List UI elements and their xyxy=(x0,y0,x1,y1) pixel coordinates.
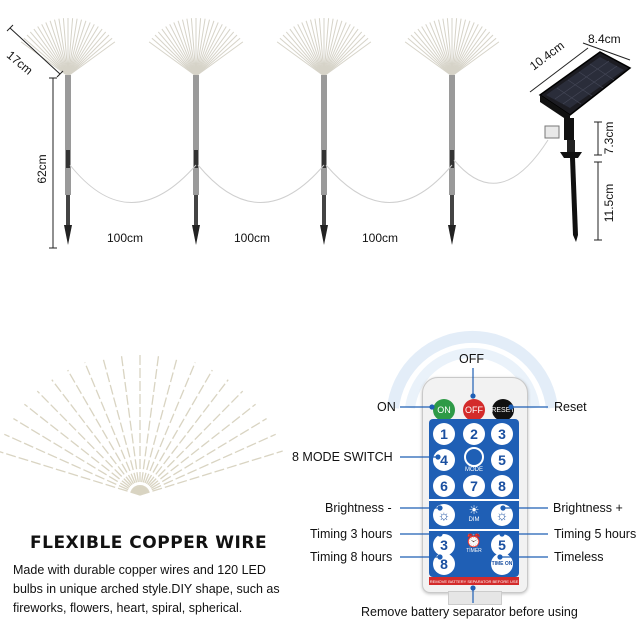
feature-description: Made with durable copper wires and 120 L… xyxy=(13,563,280,615)
on-button[interactable]: ON xyxy=(433,399,455,421)
light-stakes xyxy=(64,75,456,245)
mode-button-1[interactable]: 1 xyxy=(433,423,455,445)
timer-5-button[interactable]: 5 xyxy=(491,534,513,556)
dim-indicator: ☀ DIM xyxy=(463,503,485,527)
product-dimension-diagram xyxy=(6,18,632,249)
time-on-button[interactable]: TIME ON xyxy=(491,553,513,575)
mode-button-4[interactable]: 4 xyxy=(433,449,455,471)
sun-plus-icon: ☼ xyxy=(495,507,509,523)
mode-button-5[interactable]: 5 xyxy=(491,449,513,471)
signal-arcs xyxy=(387,330,558,409)
divider xyxy=(429,499,519,501)
brightness-down-label: Brightness - xyxy=(325,501,392,515)
panel-width-label: 8.4cm xyxy=(588,32,621,46)
timing-5-label: Timing 5 hours xyxy=(554,527,637,541)
battery-separator-strip: REMOVE BATTERY SEPARATOR BEFORE USE xyxy=(429,577,519,585)
off-label: OFF xyxy=(459,352,484,366)
timer-3-button[interactable]: 3 xyxy=(433,534,455,556)
mode-button-3[interactable]: 3 xyxy=(491,423,513,445)
clock-icon: ⏰ xyxy=(465,533,483,548)
reset-button[interactable]: RESET xyxy=(491,399,515,421)
timer-label: TIMER xyxy=(466,548,482,554)
reset-label: Reset xyxy=(554,400,587,414)
battery-note-label: Remove battery separator before using xyxy=(361,605,578,619)
stake-1 xyxy=(64,75,72,245)
spacing-label-3: 100cm xyxy=(362,231,399,245)
fan-4 xyxy=(404,18,500,77)
spacing-label-1: 100cm xyxy=(107,231,144,245)
mode-button-label: MODE xyxy=(465,467,483,473)
stake-4 xyxy=(448,75,456,245)
fan-width-dimension xyxy=(6,24,64,78)
firework-fans xyxy=(20,18,500,77)
bulb-icon: ☀ xyxy=(468,503,480,517)
fan-1 xyxy=(20,18,116,77)
panel-stake-height-label: 11.5cm xyxy=(602,183,616,223)
panel-dimensions xyxy=(529,42,631,241)
connecting-wires xyxy=(69,139,549,203)
battery-separator-tab[interactable] xyxy=(448,591,502,605)
stake-height-label: 62cm xyxy=(35,154,49,184)
mode-switch-button[interactable]: MODE xyxy=(463,447,485,473)
fan-3 xyxy=(276,18,372,77)
mode-switch-label: 8 MODE SWITCH xyxy=(292,450,393,464)
sun-icon xyxy=(464,447,484,467)
divider xyxy=(429,529,519,531)
remote-control: ON OFF RESET 1 2 3 4 MODE 5 6 7 8 ☼ ☀ DI… xyxy=(422,377,528,593)
timer-8-button[interactable]: 8 xyxy=(433,553,455,575)
mode-button-8[interactable]: 8 xyxy=(491,475,513,497)
dim-label: DIM xyxy=(468,517,480,523)
stake-3 xyxy=(320,75,328,245)
timing-3-label: Timing 3 hours xyxy=(310,527,393,541)
bracket-height-label: 7.3cm xyxy=(602,121,616,155)
feature-title: FLEXIBLE COPPER WIRE xyxy=(30,533,268,553)
off-button[interactable]: OFF xyxy=(463,399,485,421)
timeless-label: Timeless xyxy=(554,550,604,564)
copper-wire-fan-illustration xyxy=(0,352,283,496)
timer-indicator: ⏰ TIMER xyxy=(463,533,485,559)
stake-2 xyxy=(192,75,200,245)
mode-button-6[interactable]: 6 xyxy=(433,475,455,497)
keypad: 1 2 3 4 MODE 5 6 7 8 ☼ ☀ DIM ☼ 3 ⏰ TIMER… xyxy=(429,419,519,577)
stake-height-dimension xyxy=(49,77,57,249)
brightness-down-button[interactable]: ☼ xyxy=(433,504,455,526)
timing-8-label: Timing 8 hours xyxy=(310,550,393,564)
mode-button-2[interactable]: 2 xyxy=(463,423,485,445)
brightness-up-button[interactable]: ☼ xyxy=(491,504,513,526)
mode-button-7[interactable]: 7 xyxy=(463,475,485,497)
brightness-up-label: Brightness + xyxy=(553,501,623,515)
on-label: ON xyxy=(377,400,396,414)
solar-panel xyxy=(538,51,632,242)
spacing-label-2: 100cm xyxy=(234,231,271,245)
sun-minus-icon: ☼ xyxy=(437,507,451,523)
fan-2 xyxy=(148,18,244,77)
